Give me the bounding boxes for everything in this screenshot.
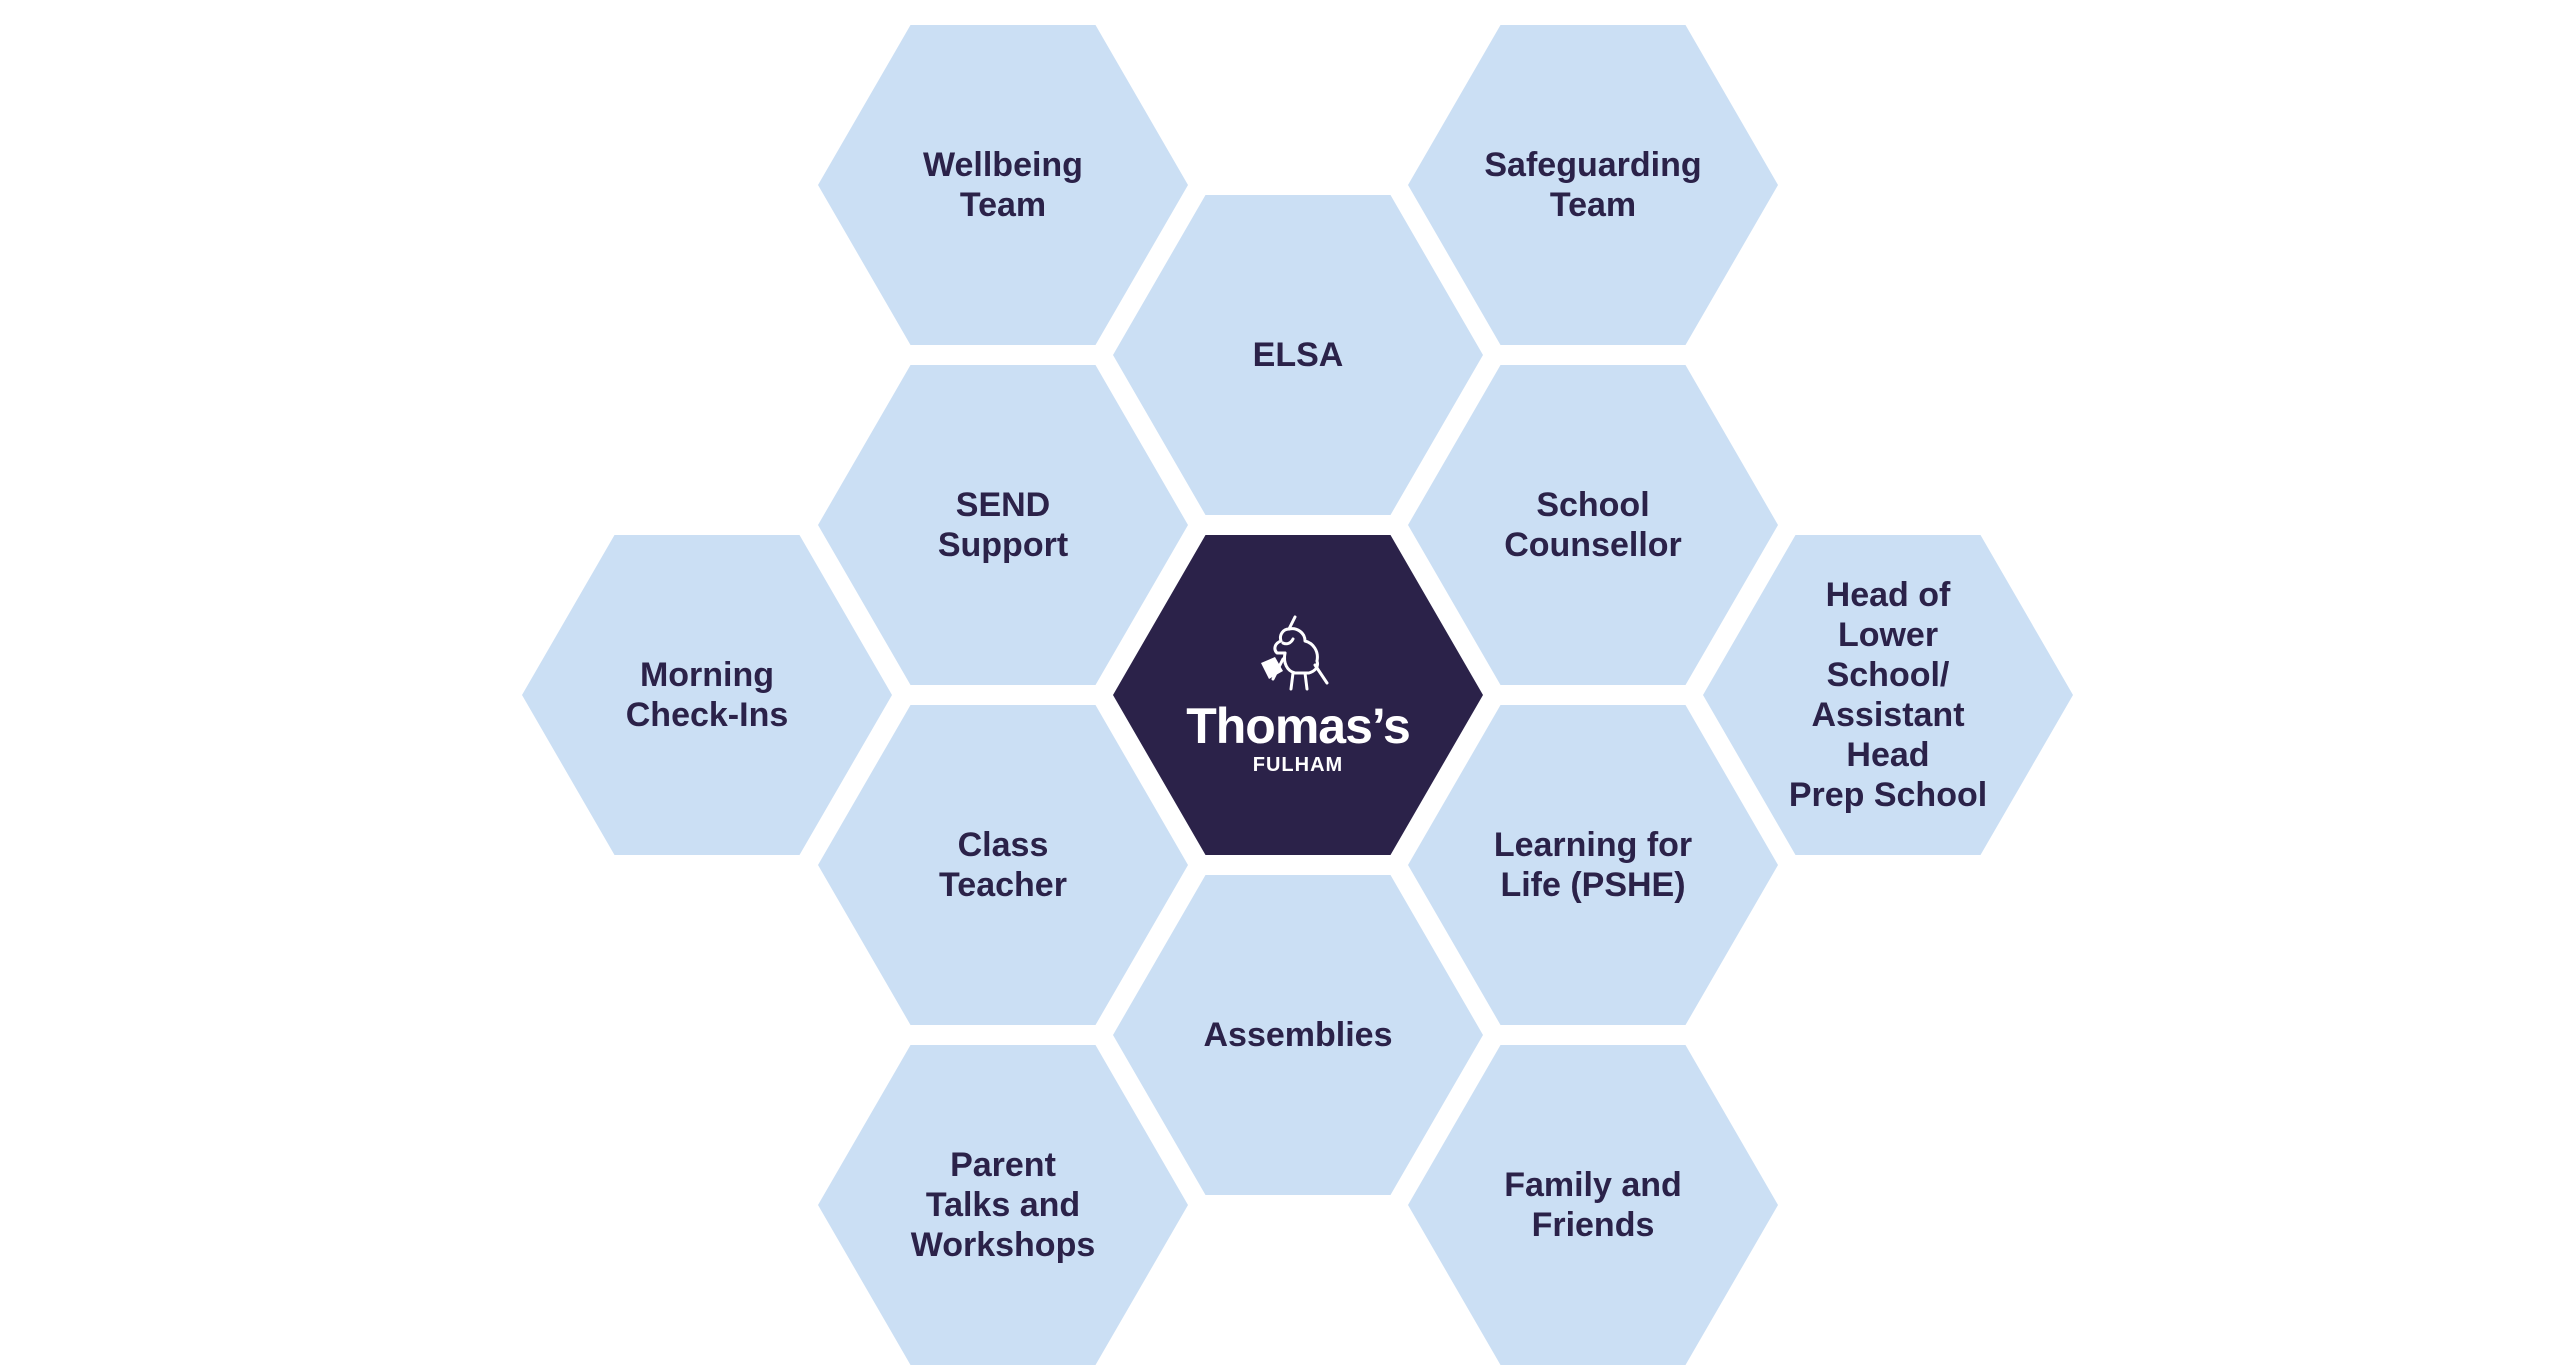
hex-morning-check-ins: Morning Check-Ins <box>522 535 892 855</box>
logo-location: FULHAM <box>1252 754 1344 776</box>
hex-school-counsellor: School Counsellor <box>1408 365 1778 685</box>
hex-label-morning-check-ins: Morning Check-Ins <box>625 656 789 734</box>
hex-label-elsa: ELSA <box>1252 336 1344 374</box>
hex-safeguarding-team: Safeguarding Team <box>1408 25 1778 345</box>
hex-label-learning-for-life: Learning for Life (PSHE) <box>1493 826 1693 904</box>
hex-label-safeguarding-team: Safeguarding Team <box>1484 146 1702 224</box>
hex-class-teacher: Class Teacher <box>818 705 1188 1025</box>
hex-learning-for-life: Learning for Life (PSHE) <box>1408 705 1778 1025</box>
hex-wellbeing-team: Wellbeing Team <box>818 25 1188 345</box>
hex-elsa: ELSA <box>1113 195 1483 515</box>
hex-head-of-lower-school: Head of Lower School/ Assistant Head Pre… <box>1703 535 2073 855</box>
hex-label-parent-talks: Parent Talks and Workshops <box>910 1146 1096 1264</box>
unicorn-crest-icon <box>1260 615 1329 691</box>
hex-assemblies: Assemblies <box>1113 875 1483 1195</box>
logo-school-name: Thomas’s <box>1186 698 1411 754</box>
hex-label-send-support: SEND Support <box>937 486 1069 564</box>
hex-parent-talks: Parent Talks and Workshops <box>818 1045 1188 1365</box>
hex-label-wellbeing-team: Wellbeing Team <box>923 146 1083 224</box>
hex-label-family-and-friends: Family and Friends <box>1504 1166 1682 1244</box>
hex-family-and-friends: Family and Friends <box>1408 1045 1778 1365</box>
hex-send-support: SEND Support <box>818 365 1188 685</box>
hex-label-school-counsellor: School Counsellor <box>1504 486 1682 564</box>
hex-label-head-of-lower-school: Head of Lower School/ Assistant Head Pre… <box>1788 576 1988 814</box>
hex-label-class-teacher: Class Teacher <box>939 826 1067 904</box>
hex-label-assemblies: Assemblies <box>1203 1016 1393 1054</box>
